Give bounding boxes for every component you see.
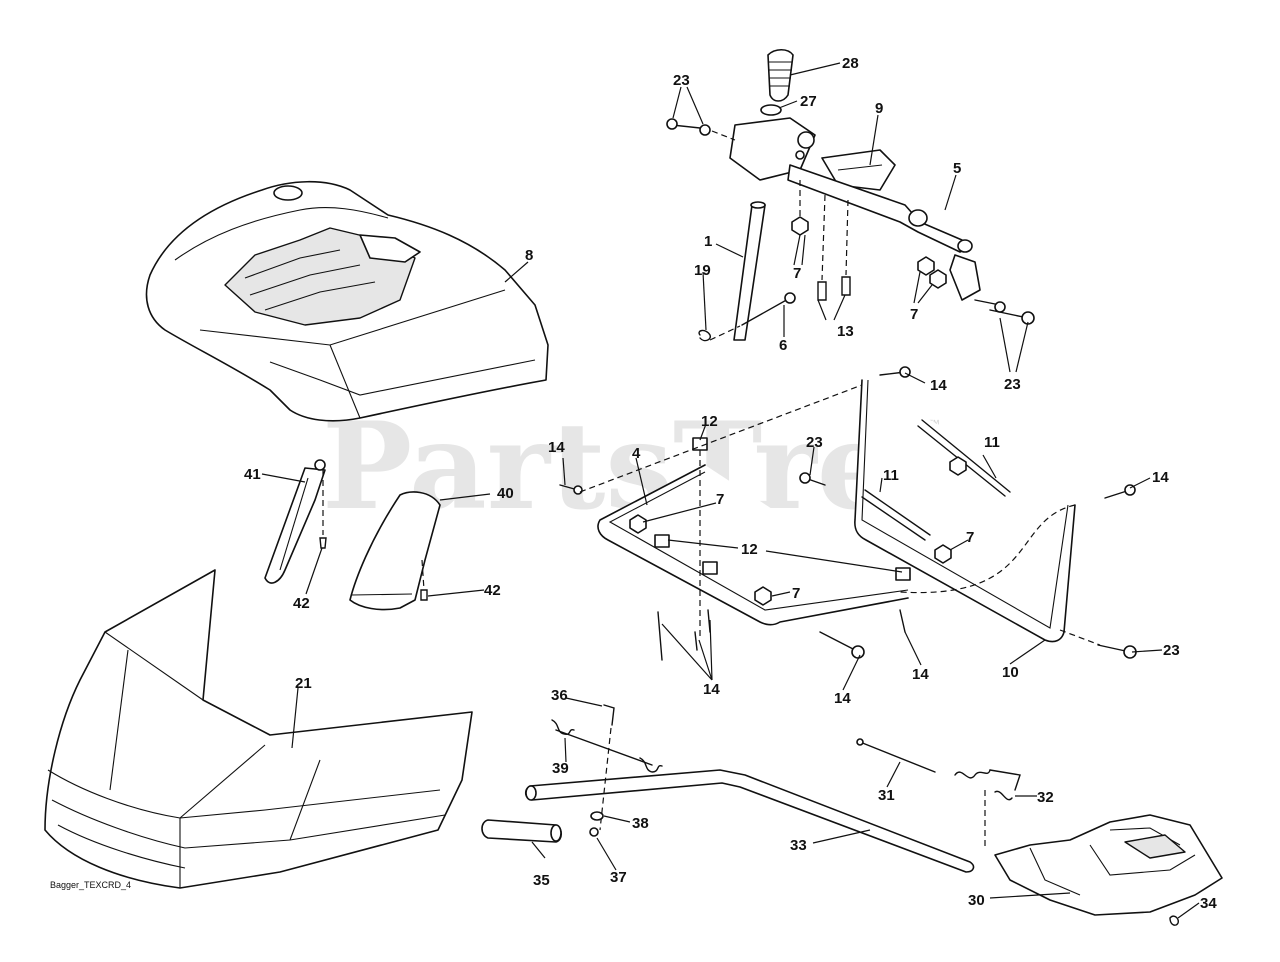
part-35-sleeve[interactable] [481,819,563,843]
part-4-frame[interactable] [597,464,909,626]
callout-7: 7 [716,491,724,508]
callout-7: 7 [910,306,918,323]
callout-42: 42 [293,595,310,612]
callout-7: 7 [793,265,801,282]
callout-27: 27 [800,93,817,110]
leader-lines [261,62,1200,919]
callout-30: 30 [968,892,985,909]
part-6-pin[interactable] [709,292,796,341]
part-41-panel[interactable] [264,459,326,584]
drawing-reference: Bagger_TEXCRD_4 [50,880,131,890]
part-28-grip[interactable] [767,48,794,102]
callout-12: 12 [741,541,758,558]
part-34-clip[interactable] [1169,915,1179,926]
callout-11: 11 [883,467,899,484]
hidden-line-upper [579,384,863,493]
part-39-spring[interactable] [551,719,663,773]
callout-34: 34 [1200,895,1217,912]
part-12-blocks[interactable] [654,437,911,640]
part-21-bag[interactable] [44,569,473,889]
part-7-nuts-top[interactable] [791,180,947,289]
callout-23: 23 [806,434,823,451]
callout-11: 11 [984,434,1000,451]
callout-14: 14 [548,439,565,456]
hidden-line-right [899,504,1076,594]
callout-23: 23 [1004,376,1021,393]
part-9-bracket[interactable] [729,117,981,301]
callout-13: 13 [837,323,854,340]
callout-6: 6 [779,337,787,354]
part-42-pins[interactable] [319,470,428,601]
part-31-pin[interactable] [856,738,936,773]
callout-14: 14 [834,690,851,707]
part-7-nuts-mid[interactable] [629,456,967,606]
callout-14: 14 [703,681,720,698]
callout-12: 12 [701,413,718,430]
callout-31: 31 [878,787,895,804]
part-1-tube[interactable] [733,201,766,341]
part-13-screws[interactable] [817,194,851,301]
callout-19: 19 [694,262,711,279]
callout-38: 38 [632,815,649,832]
part-30-pedal[interactable] [994,814,1223,916]
callout-5: 5 [953,160,961,177]
part-37-clip[interactable] [589,827,599,837]
callout-21: 21 [295,675,312,692]
callout-1: 1 [704,233,712,250]
callout-42: 42 [484,582,501,599]
callout-4: 4 [632,445,641,462]
callout-23: 23 [673,72,690,89]
callout-41: 41 [244,466,261,483]
part-19-clip[interactable] [698,329,711,342]
callout-35: 35 [533,872,550,889]
part-14-bolts[interactable] [559,366,1136,661]
part-8-cover[interactable] [145,180,549,422]
part-23-bolts-top[interactable] [666,118,1035,325]
part-40-panel[interactable] [349,491,441,611]
callout-32: 32 [1037,789,1054,806]
hidden-line-lower [1059,629,1101,646]
callout-7: 7 [966,529,974,546]
callout-23: 23 [1163,642,1180,659]
callout-labels: 28 27 23 9 5 1 19 6 7 13 7 23 8 14 12 4 … [244,55,1217,912]
part-33-rod[interactable] [524,769,975,873]
part-38-washer[interactable] [590,811,604,821]
callout-39: 39 [552,760,569,777]
callout-14: 14 [912,666,929,683]
part-23-bolt-mid[interactable] [799,472,1137,659]
part-36-pin[interactable] [599,704,615,831]
callout-14: 14 [930,377,947,394]
callout-10: 10 [1002,664,1019,681]
callout-40: 40 [497,485,514,502]
callout-8: 8 [525,247,533,264]
callout-37: 37 [610,869,627,886]
callout-14: 14 [1152,469,1169,486]
callout-7: 7 [792,585,800,602]
part-27-ring[interactable] [760,104,782,116]
callout-33: 33 [790,837,807,854]
callout-36: 36 [551,687,568,704]
part-32-spring[interactable] [954,769,1021,848]
callout-9: 9 [875,100,883,117]
callout-28: 28 [842,55,859,72]
